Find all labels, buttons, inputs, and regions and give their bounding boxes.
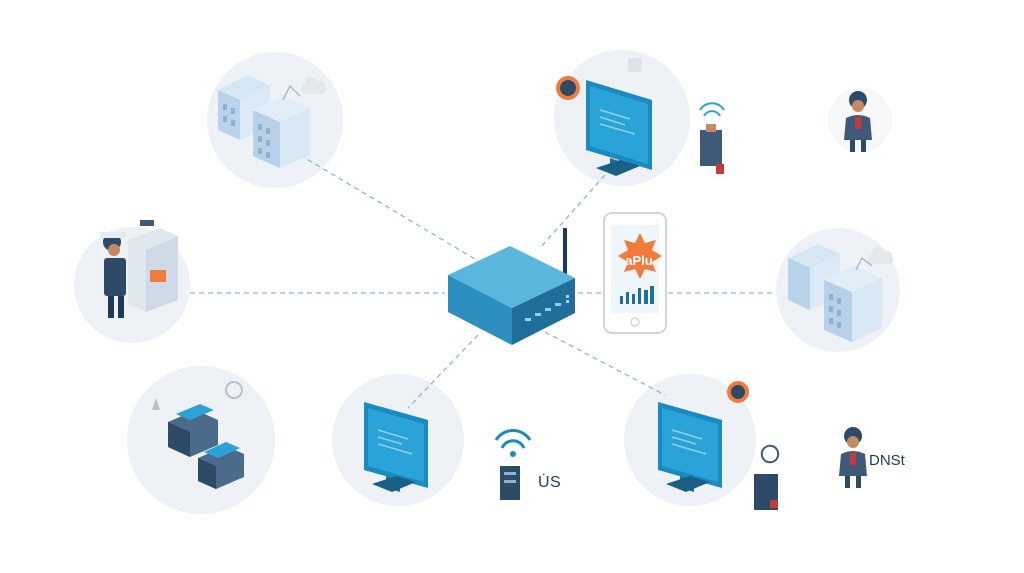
- user-person-icon: [839, 427, 867, 488]
- link-to-monitor-bottom-right: [544, 331, 666, 396]
- office-buildings-icon: [788, 244, 894, 342]
- user-person-icon: [844, 91, 872, 152]
- desktop-monitor-icon: [658, 381, 780, 510]
- technician-machine-icon: [100, 220, 178, 318]
- link-to-monitor-bottom-center: [407, 334, 479, 409]
- link-to-monitor-top: [539, 174, 606, 249]
- smartphone-icon: [603, 212, 667, 334]
- server-label: U̇S: [538, 474, 562, 491]
- person-label: DNSt: [869, 452, 905, 469]
- connectors: [190, 154, 775, 409]
- office-buildings-icon: [218, 75, 327, 168]
- network-router-icon: [448, 228, 575, 345]
- desktop-monitor-icon: [364, 402, 428, 492]
- phone-badge-label: aPlu: [625, 253, 653, 268]
- wifi-server-icon: [494, 429, 532, 500]
- link-to-buildings-top-left: [299, 154, 481, 263]
- printer-stack-icon: [152, 381, 244, 489]
- desktop-monitor-icon: [556, 58, 725, 176]
